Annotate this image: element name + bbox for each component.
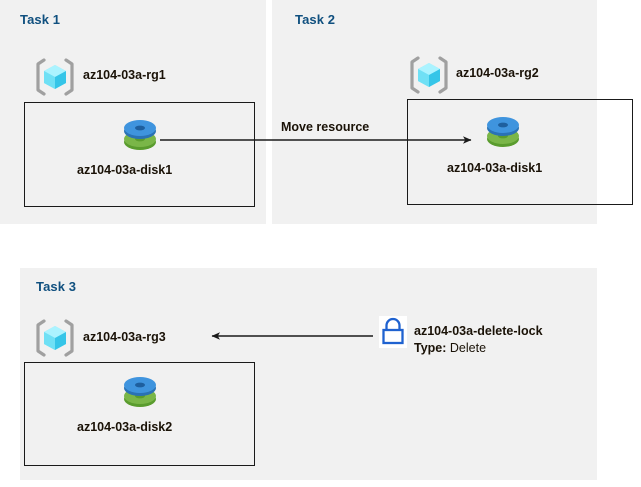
delete-lock-label: az104-03a-delete-lock xyxy=(414,324,543,338)
task2-title: Task 2 xyxy=(295,12,336,27)
task3-panel xyxy=(20,268,597,480)
task1-resource-box xyxy=(24,102,255,207)
managed-disk-icon xyxy=(483,114,523,152)
task1-title: Task 1 xyxy=(20,12,61,27)
task3-resource-box xyxy=(24,362,255,466)
delete-lock-type: Type: Delete xyxy=(414,341,486,355)
task2-resource-label: az104-03a-disk1 xyxy=(447,161,543,175)
move-resource-arrow-label: Move resource xyxy=(281,120,370,134)
task3-resource-label: az104-03a-disk2 xyxy=(77,420,173,434)
task2-resource-group-label: az104-03a-rg2 xyxy=(456,66,539,80)
task1-resource-group-label: az104-03a-rg1 xyxy=(83,68,166,82)
task1-resource-label: az104-03a-disk1 xyxy=(77,163,173,177)
managed-disk-icon xyxy=(120,374,160,412)
resource-group-cube-icon xyxy=(34,318,76,358)
managed-disk-icon xyxy=(120,117,160,155)
resource-group-cube-icon xyxy=(34,57,76,97)
delete-lock-type-value: Delete xyxy=(449,341,487,355)
task3-resource-group-label: az104-03a-rg3 xyxy=(83,330,166,344)
task2-panel xyxy=(272,0,597,224)
resource-group-cube-icon xyxy=(408,55,450,95)
task2-resource-box xyxy=(407,99,633,205)
delete-lock-type-key: Type: xyxy=(414,341,447,355)
padlock-icon xyxy=(379,316,407,348)
task3-title: Task 3 xyxy=(36,279,77,294)
task1-panel xyxy=(0,0,266,224)
